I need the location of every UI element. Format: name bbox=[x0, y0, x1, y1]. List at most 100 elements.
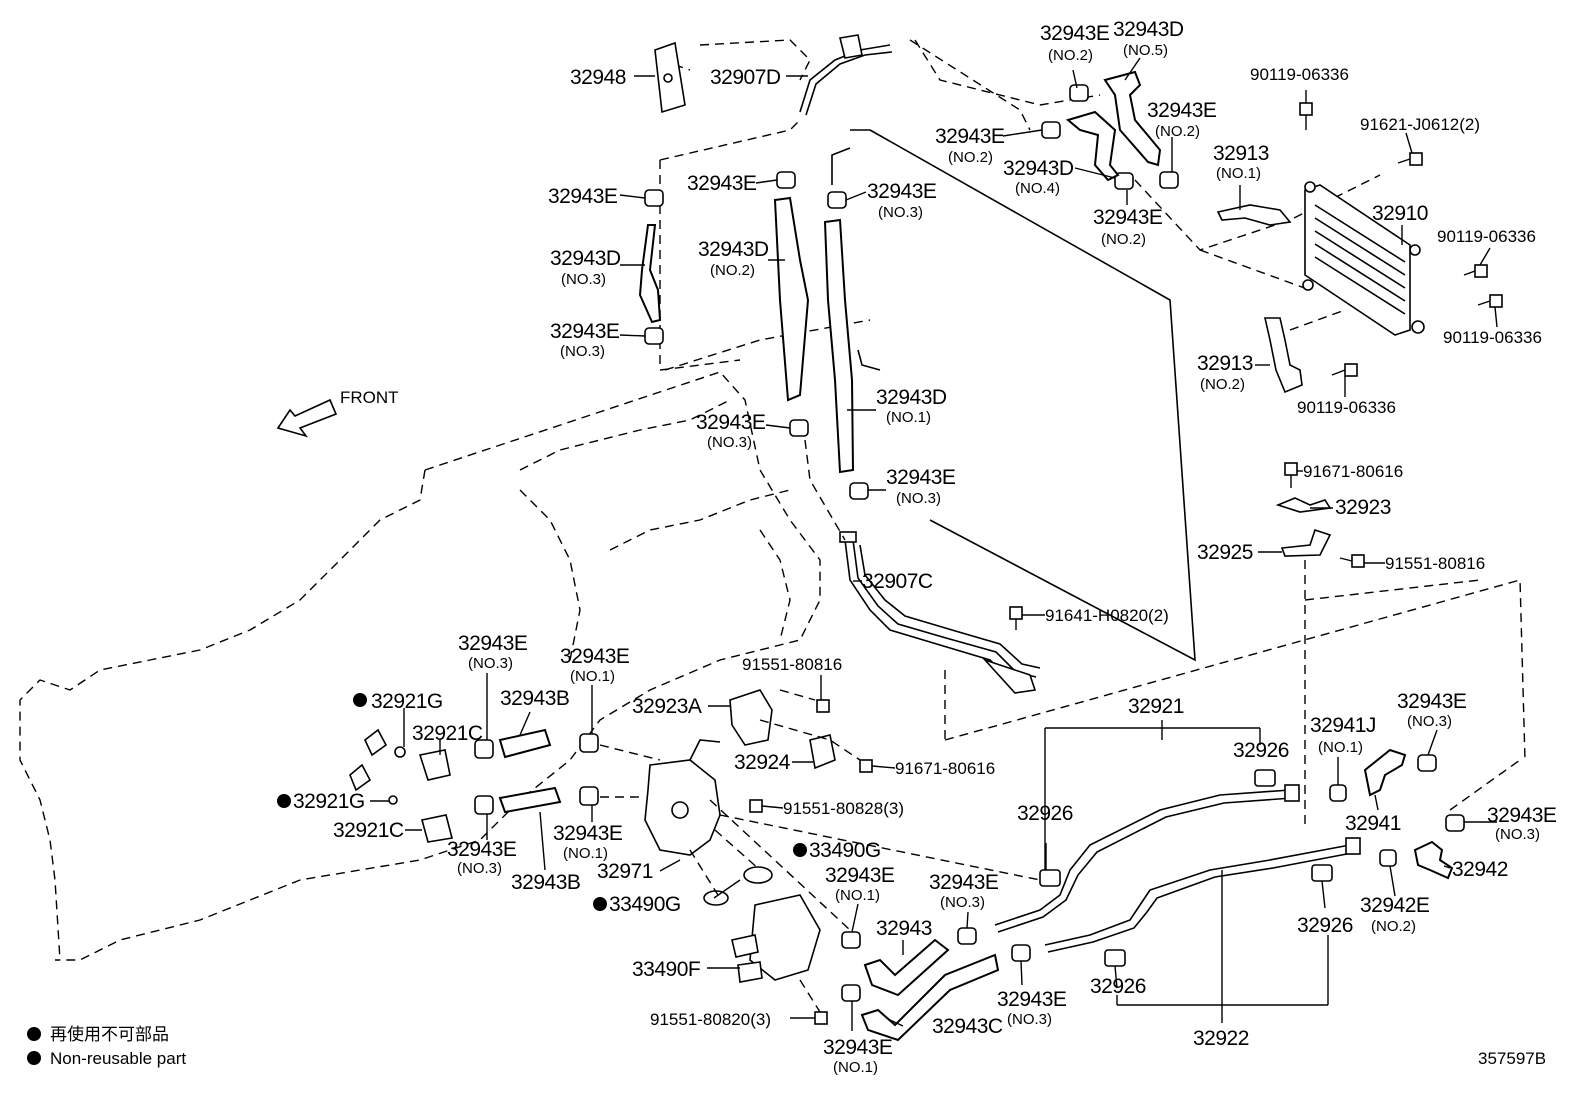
svg-text:(NO.2): (NO.2) bbox=[1371, 918, 1416, 935]
legend-jp: 再使用不可部品 bbox=[50, 1024, 169, 1044]
svg-text:(NO.1): (NO.1) bbox=[1216, 165, 1261, 182]
callout-32943C: 32943C bbox=[932, 1015, 1003, 1038]
callout-32925: 32925 bbox=[1197, 541, 1253, 564]
oil-cooler bbox=[1302, 181, 1425, 336]
callout-32907D: 32907D bbox=[710, 66, 781, 89]
callout-32943E-no3-k: 32943E bbox=[458, 632, 528, 655]
svg-text:(NO.3): (NO.3) bbox=[560, 343, 605, 360]
callout-32943E-no3-j: 32943E bbox=[886, 466, 956, 489]
transmission-outline bbox=[19, 371, 821, 961]
svg-text:(NO.3): (NO.3) bbox=[561, 271, 606, 288]
callout-33490G-a: 33490G bbox=[809, 839, 881, 862]
callout-32943E-no2-a: 32943E bbox=[1040, 22, 1110, 45]
callout-32923: 32923 bbox=[1335, 496, 1391, 519]
callout-90119-r2: 90119-06336 bbox=[1443, 328, 1542, 347]
callout-32943E-no3-n: 32943E bbox=[447, 838, 517, 861]
radiator-outline bbox=[659, 39, 1526, 830]
callout-32926-a: 32926 bbox=[1233, 739, 1289, 762]
callout-32913-no1: 32913 bbox=[1213, 142, 1269, 165]
callout-32943B-a: 32943B bbox=[500, 687, 569, 710]
callout-91551-80816-c: 91551-80816 bbox=[742, 655, 842, 674]
callouts: 32948 32907D 32943E (NO.2) 32943D (NO.5)… bbox=[293, 18, 1557, 1076]
callout-32921G-b: 32921G bbox=[293, 790, 365, 813]
callout-90119-r3: 90119-06336 bbox=[1297, 398, 1396, 417]
lower-left-assembly bbox=[349, 689, 1031, 1042]
callout-90119-top: 90119-06336 bbox=[1250, 65, 1349, 84]
svg-text:(NO.1): (NO.1) bbox=[563, 845, 608, 862]
legend-en: Non-reusable part bbox=[50, 1049, 186, 1068]
callout-32943E-f: 32943E bbox=[687, 172, 757, 195]
svg-text:(NO.3): (NO.3) bbox=[1495, 826, 1540, 843]
callout-32943D-no4: 32943D bbox=[1003, 157, 1074, 180]
svg-text:(NO.3): (NO.3) bbox=[457, 860, 502, 877]
svg-text:(NO.3): (NO.3) bbox=[1007, 1011, 1052, 1028]
upper-pipes bbox=[638, 34, 893, 500]
callout-32943D-no2: 32943D bbox=[698, 238, 769, 261]
callout-91551-80828: 91551-80828(3) bbox=[783, 799, 904, 818]
callout-32943E-no1-l: 32943E bbox=[560, 645, 630, 668]
front-label: FRONT bbox=[340, 388, 399, 407]
bracket-32925 bbox=[1280, 528, 1332, 557]
callout-32948: 32948 bbox=[570, 66, 626, 89]
bracket-32923 bbox=[1275, 497, 1332, 513]
callout-91621: 91621-J0612(2) bbox=[1360, 115, 1480, 134]
callout-32941J: 32941J bbox=[1310, 714, 1376, 737]
svg-text:(NO.1): (NO.1) bbox=[835, 887, 880, 904]
callout-32943E-no3-q: 32943E bbox=[929, 871, 999, 894]
callout-91671-c: 91671-80616 bbox=[895, 759, 995, 778]
callout-32926-c: 32926 bbox=[1297, 914, 1353, 937]
svg-text:(NO.2): (NO.2) bbox=[710, 262, 755, 279]
svg-text:(NO.2): (NO.2) bbox=[1101, 231, 1146, 248]
callout-32923A: 32923A bbox=[632, 695, 702, 718]
svg-text:(NO.1): (NO.1) bbox=[570, 668, 615, 685]
callout-32943E-no2-c: 32943E bbox=[935, 125, 1005, 148]
callout-32921C-a: 32921C bbox=[412, 722, 483, 745]
callout-32921: 32921 bbox=[1128, 695, 1184, 718]
callout-32924: 32924 bbox=[734, 751, 791, 774]
non-reusable-markers bbox=[27, 693, 807, 1065]
callout-32943E-no1-o: 32943E bbox=[553, 822, 623, 845]
svg-text:(NO.3): (NO.3) bbox=[1407, 713, 1452, 730]
svg-text:(NO.5): (NO.5) bbox=[1123, 42, 1168, 59]
callout-32943D-no1: 32943D bbox=[876, 386, 947, 409]
callout-91671-top: 91671-80616 bbox=[1303, 462, 1403, 481]
callout-32943E-no2-d: 32943E bbox=[1093, 206, 1163, 229]
svg-text:(NO.1): (NO.1) bbox=[833, 1059, 878, 1076]
svg-text:(NO.3): (NO.3) bbox=[468, 655, 513, 672]
callout-32943E-no3-i: 32943E bbox=[696, 411, 766, 434]
callout-33490F: 33490F bbox=[632, 958, 700, 981]
callout-32921C-b: 32921C bbox=[333, 819, 404, 842]
svg-text:(NO.1): (NO.1) bbox=[1318, 739, 1363, 756]
callout-32943E-no1-t: 32943E bbox=[823, 1036, 893, 1059]
svg-text:(NO.2): (NO.2) bbox=[1200, 376, 1245, 393]
svg-text:(NO.3): (NO.3) bbox=[940, 894, 985, 911]
callout-32943E-no3-g: 32943E bbox=[867, 180, 937, 203]
svg-text:(NO.3): (NO.3) bbox=[896, 490, 941, 507]
callout-32943D-no5: 32943D bbox=[1113, 18, 1184, 41]
callout-32943B-b: 32943B bbox=[511, 871, 580, 894]
bracket-no1 bbox=[1216, 204, 1292, 226]
callout-33490G-b: 33490G bbox=[609, 893, 681, 916]
callout-32921G-a: 32921G bbox=[371, 690, 443, 713]
diagram-code: 357597B bbox=[1478, 1049, 1546, 1068]
callout-32943E-no3-s: 32943E bbox=[997, 988, 1067, 1011]
bracket-no2 bbox=[1263, 317, 1303, 394]
callout-32926-b: 32926 bbox=[1017, 802, 1073, 825]
callout-32942E: 32942E bbox=[1360, 894, 1430, 917]
callout-32943E-no3-m: 32943E bbox=[1397, 690, 1467, 713]
pipe-32907C bbox=[839, 531, 1041, 694]
callout-91641: 91641-H0820(2) bbox=[1045, 606, 1169, 625]
bolt-icons bbox=[749, 102, 1503, 1025]
callout-90119-r1: 90119-06336 bbox=[1437, 227, 1536, 246]
upper-right-hoses bbox=[1041, 70, 1179, 190]
leader-lines bbox=[370, 57, 1498, 1031]
svg-text:(NO.2): (NO.2) bbox=[1155, 123, 1200, 140]
callout-32943E-e: 32943E bbox=[548, 185, 618, 208]
front-arrow-icon bbox=[276, 398, 338, 438]
callout-91551-80820: 91551-80820(3) bbox=[650, 1010, 771, 1029]
callout-32910: 32910 bbox=[1372, 202, 1428, 225]
callout-32942: 32942 bbox=[1452, 858, 1508, 881]
callout-32913-no2: 32913 bbox=[1197, 352, 1253, 375]
callout-32943E-no1-p: 32943E bbox=[825, 864, 895, 887]
